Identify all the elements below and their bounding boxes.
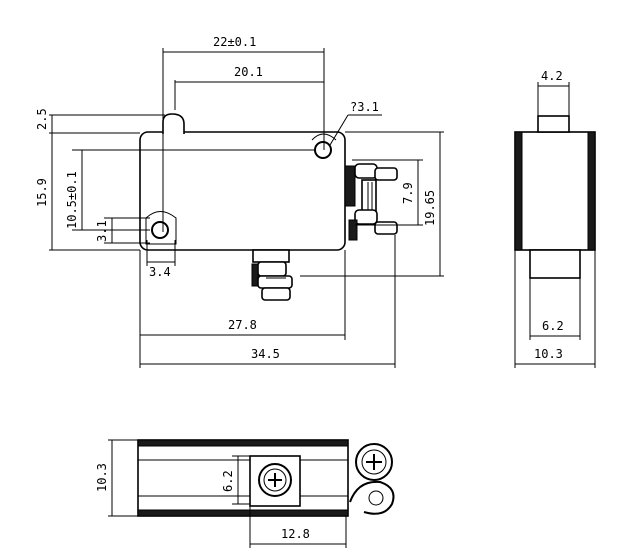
- side-body: [514, 131, 596, 251]
- dim-hole-offset-h: 3.4: [149, 265, 171, 279]
- side-view: 4.2 6.2 10.3: [514, 69, 596, 368]
- bottom-terminal-screws: [349, 443, 395, 515]
- bottom-screw-head: [258, 463, 292, 497]
- front-terminal-bottom: [251, 249, 293, 301]
- dim-bottom-screw-length: 12.8: [281, 527, 310, 541]
- dim-overall-length: 22±0.1: [213, 35, 256, 49]
- side-terminal: [529, 249, 581, 279]
- dim-hole-spacing-v: 10.5±0.1: [65, 171, 79, 229]
- side-actuator: [537, 115, 570, 133]
- dim-body-height: 15.9: [35, 178, 49, 207]
- bottom-view: 10.3 6.2 12.8: [95, 439, 395, 548]
- dim-side-actuator-width: 4.2: [541, 69, 563, 83]
- front-hole-bottom: [151, 221, 169, 239]
- bottom-body: [137, 439, 349, 517]
- dim-terminal-span: 27.8: [228, 318, 257, 332]
- dim-bottom-width: 10.3: [95, 463, 109, 492]
- front-view: 22±0.1 20.1 ?3.1 2.5 15.9 10.5±0.1 3.1 3…: [35, 35, 444, 368]
- front-hole-bottom-boss: [145, 211, 177, 245]
- dim-terminal-gap: 7.9: [401, 182, 415, 204]
- dim-actuator-length: 20.1: [234, 65, 263, 79]
- dim-bottom-screw-height: 6.2: [221, 470, 235, 492]
- dim-hole-dia: ?3.1: [350, 100, 379, 114]
- dim-actuator-height: 2.5: [35, 108, 49, 130]
- front-terminal-right: [344, 163, 398, 241]
- dim-side-terminal-width: 6.2: [542, 319, 564, 333]
- dim-total-height: 19.65: [423, 190, 437, 226]
- dim-side-total-width: 10.3: [534, 347, 563, 361]
- dim-total-length: 34.5: [251, 347, 280, 361]
- front-actuator: [162, 113, 185, 134]
- dim-hole-offset-v: 3.1: [95, 220, 109, 242]
